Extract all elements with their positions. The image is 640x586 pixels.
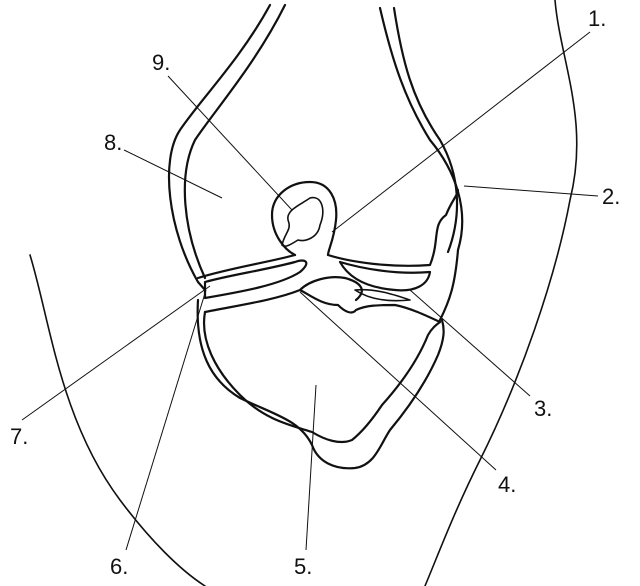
label-3: 3. <box>534 396 552 421</box>
skin-outline-right <box>425 0 577 586</box>
leader-line-3 <box>410 290 530 396</box>
label-4: 4. <box>498 472 516 497</box>
cruciate-ligament <box>282 198 323 247</box>
leader-line-7 <box>22 286 210 420</box>
tibia-outer-contour <box>198 300 444 468</box>
leader-line-9 <box>168 76 292 210</box>
label-8: 8. <box>104 130 122 155</box>
label-1: 1. <box>588 6 606 31</box>
tibial-plateau <box>205 290 440 322</box>
label-7: 7. <box>10 424 28 449</box>
tibia-body <box>204 312 440 442</box>
label-2: 2. <box>602 184 620 209</box>
leader-line-4 <box>300 292 496 470</box>
tibial-spine <box>300 277 362 300</box>
leader-line-6 <box>126 290 206 550</box>
skin-outline-left <box>30 255 205 586</box>
label-6: 6. <box>110 554 128 579</box>
label-9: 9. <box>152 50 170 75</box>
femoral-condyles <box>198 190 458 278</box>
label-5: 5. <box>294 554 312 579</box>
leader-line-2 <box>464 186 598 196</box>
femur-outline-inner <box>185 5 457 278</box>
leader-line-5 <box>306 385 316 550</box>
leader-line-8 <box>124 150 222 198</box>
